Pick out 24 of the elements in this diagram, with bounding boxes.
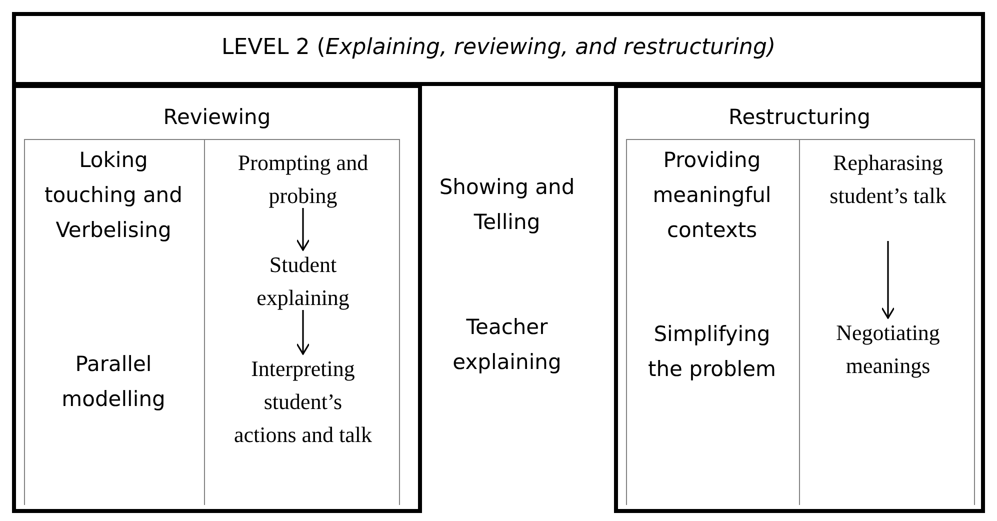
arrow xyxy=(881,241,895,319)
column-box xyxy=(24,139,204,505)
heading: LEVEL 2 (Explaining, reviewing, and restructuring) xyxy=(220,34,777,62)
category-text: Parallel modelling xyxy=(60,350,166,412)
column-box xyxy=(204,139,400,505)
panel-box xyxy=(614,84,985,513)
column-box xyxy=(799,139,975,505)
category-text: Showing and Telling xyxy=(438,174,576,236)
category-text: Teacher explaining xyxy=(452,314,562,376)
step-text: Interpreting student’s actions and talk xyxy=(233,355,373,449)
category-text: Simplifying the problem xyxy=(646,320,778,382)
category-text: Providing meaningful contexts xyxy=(652,146,772,244)
panel-title: Restructuring xyxy=(728,104,872,131)
step-text: Repharasing student’s talk xyxy=(828,149,948,210)
step-text: Student explaining xyxy=(256,251,350,312)
panel-title: Reviewing xyxy=(162,104,272,131)
panel-box xyxy=(12,84,422,513)
step-text: Negotiating meanings xyxy=(835,319,941,380)
arrow xyxy=(296,208,310,251)
arrow xyxy=(296,310,310,355)
category-text: Loking touching and Verbelising xyxy=(44,146,184,244)
step-text: Prompting and probing xyxy=(236,149,370,210)
column-box xyxy=(626,139,799,505)
header-box xyxy=(12,12,985,86)
